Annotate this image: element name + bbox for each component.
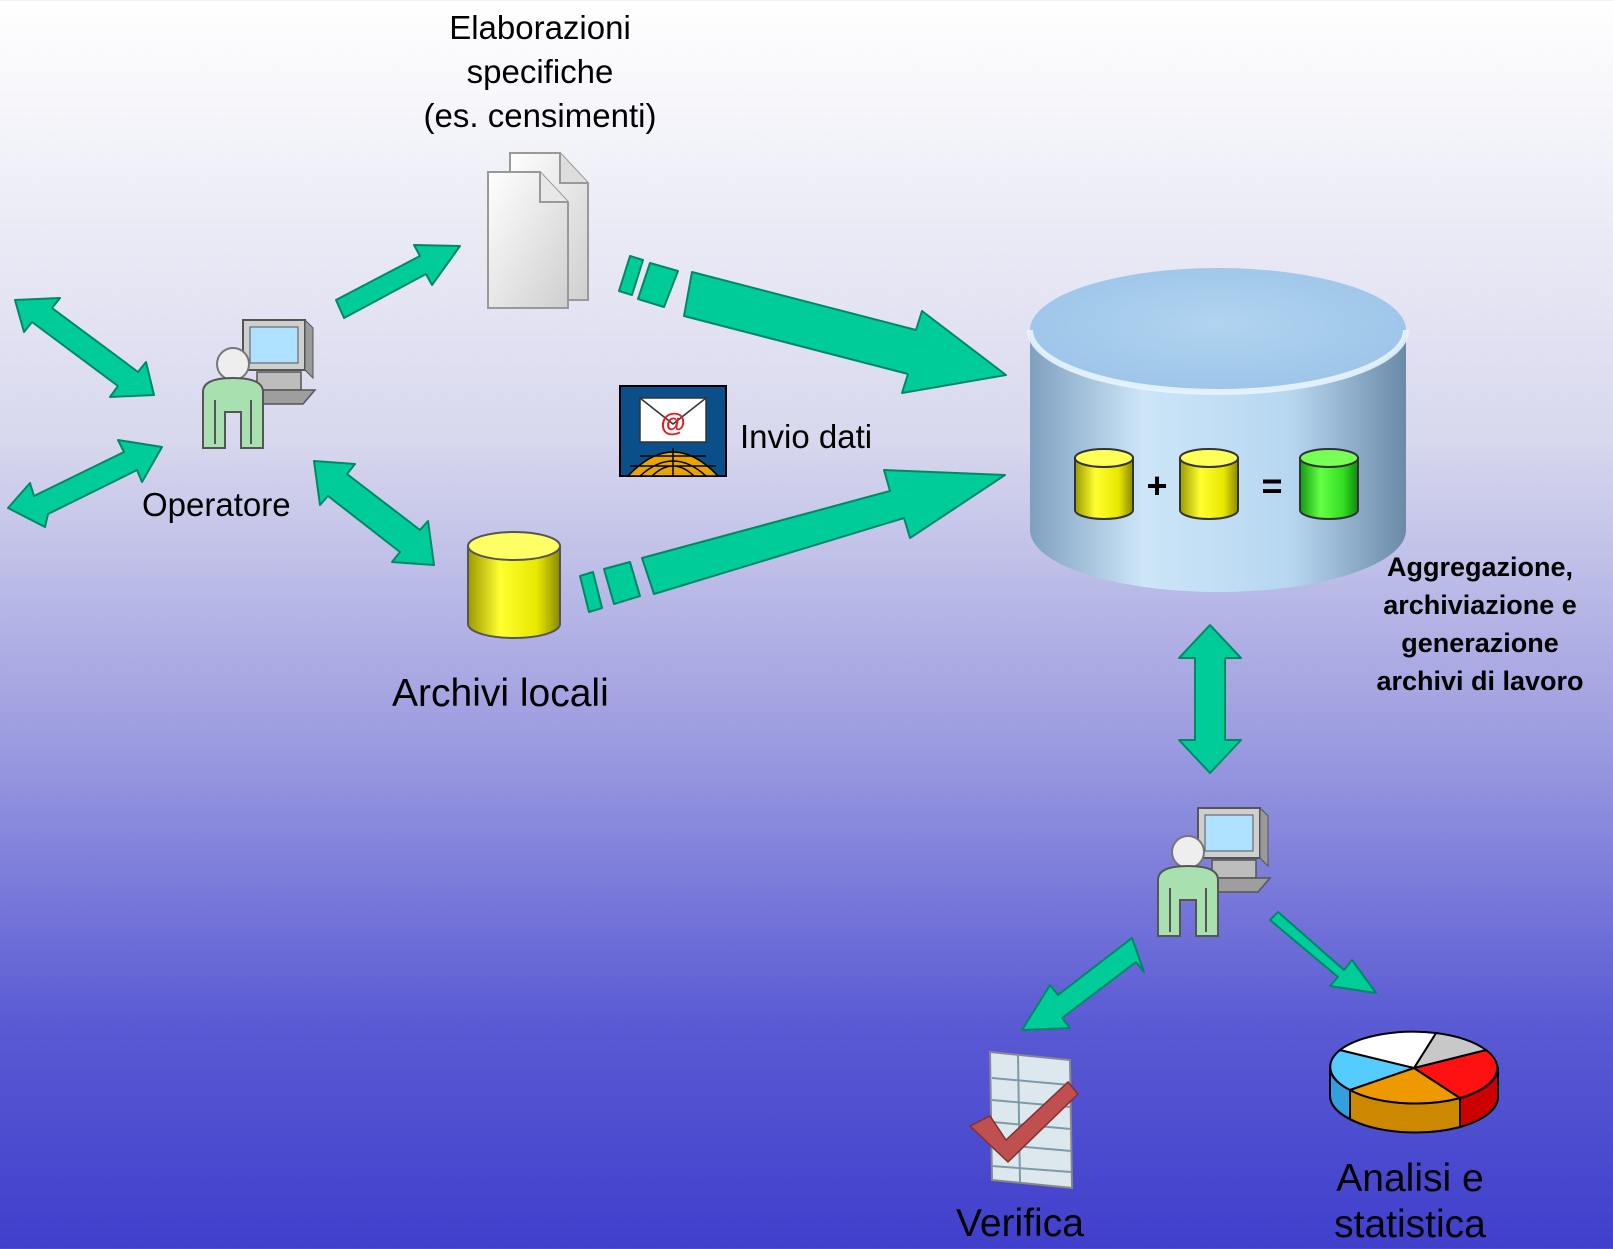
central-server-database: + = bbox=[1027, 268, 1409, 592]
equals-sign: = bbox=[1261, 465, 1282, 506]
label-elaborazioni-line2: specifiche bbox=[466, 53, 614, 90]
arrow-operator-to-verifica bbox=[1021, 937, 1145, 1031]
arrow-documents-to-server bbox=[683, 271, 1007, 394]
label-analisi-line2: statistica bbox=[1334, 1203, 1486, 1246]
database-icon-small-2 bbox=[1179, 448, 1239, 520]
label-aggregazione-line4: archivi di lavoro bbox=[1376, 666, 1584, 696]
arrow-documents-dash-1 bbox=[618, 255, 644, 296]
arrow-documents-dash-2 bbox=[637, 262, 679, 308]
double-arrow-operator-archives bbox=[313, 460, 435, 566]
checklist-icon bbox=[968, 1050, 1080, 1190]
label-analisi-line1: Analisi e bbox=[1336, 1157, 1484, 1200]
database-icon-small-result bbox=[1299, 448, 1359, 520]
double-arrow-left-top bbox=[14, 297, 155, 398]
label-aggregazione: Aggregazione, archiviazione e generazion… bbox=[1346, 548, 1613, 700]
label-operatore: Operatore bbox=[142, 486, 291, 523]
pie-chart-icon bbox=[1329, 1030, 1500, 1134]
operator-computer-icon bbox=[202, 318, 317, 449]
label-aggregazione-line1: Aggregazione, bbox=[1386, 552, 1574, 582]
svg-text:@: @ bbox=[660, 407, 685, 437]
arrow-archives-dash-2 bbox=[603, 561, 641, 605]
plus-sign: + bbox=[1146, 465, 1167, 506]
double-arrow-left-bottom bbox=[7, 439, 163, 528]
label-aggregazione-line3: generazione bbox=[1401, 628, 1559, 658]
label-elaborazioni: Elaborazioni specifiche (es. censimenti) bbox=[400, 6, 680, 138]
label-analisi: Analisi e statistica bbox=[1300, 1156, 1520, 1248]
documents-icon bbox=[487, 152, 589, 309]
email-globe-icon: @ bbox=[619, 385, 727, 477]
arrow-archives-dash-1 bbox=[579, 571, 603, 613]
arrow-operator-to-analisi bbox=[1269, 911, 1377, 994]
arrow-operator-to-documents bbox=[335, 244, 461, 319]
label-elaborazioni-line3: (es. censimenti) bbox=[423, 97, 657, 134]
label-archivi-locali: Archivi locali bbox=[392, 672, 609, 715]
label-invio-dati: Invio dati bbox=[740, 418, 873, 455]
database-icon-small-1 bbox=[1074, 448, 1134, 520]
label-verifica: Verifica bbox=[956, 1202, 1084, 1245]
label-elaborazioni-line1: Elaborazioni bbox=[449, 9, 631, 46]
double-arrow-server-operator bbox=[1178, 624, 1242, 774]
operator-computer-icon-2 bbox=[1157, 806, 1272, 937]
arrow-archives-to-server bbox=[641, 469, 1006, 595]
database-icon bbox=[467, 531, 561, 639]
label-aggregazione-line2: archiviazione e bbox=[1383, 590, 1577, 620]
